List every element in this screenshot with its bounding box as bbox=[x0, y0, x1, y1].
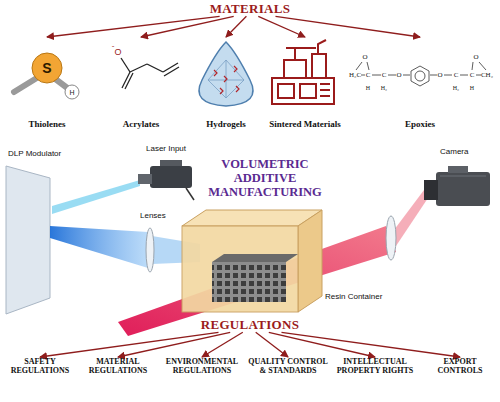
atom-symbol: C bbox=[366, 72, 371, 79]
arrow-connector bbox=[226, 16, 246, 37]
heading: MATERIALS bbox=[190, 2, 310, 16]
material-label: Thiolenes bbox=[10, 38, 84, 130]
part-label: Lenses bbox=[140, 212, 166, 220]
projection-beam bbox=[50, 226, 148, 268]
regulation-item-text: QUALITY CONTROL & STANDARDS bbox=[247, 358, 329, 376]
regulation-item-text: MATERIAL REGULATIONS bbox=[79, 358, 157, 376]
atom-symbol: O bbox=[437, 72, 442, 79]
atom-symbol: H bbox=[470, 85, 474, 91]
regulation-item: EXPORT CONTROLS bbox=[421, 358, 499, 376]
regulation-item-text: ENVIRONMENTAL REGULATIONS bbox=[157, 358, 247, 376]
laser-device bbox=[138, 160, 194, 200]
atom-symbol: H bbox=[366, 85, 370, 91]
arrow-connector bbox=[47, 16, 220, 37]
atom-symbol: CH₂ bbox=[481, 72, 493, 79]
atom-symbol: S bbox=[42, 61, 51, 75]
material-label: Sintered Materials bbox=[262, 38, 348, 130]
title-box-text: VOLUMETRIC ADDITIVE MANUFACTURING bbox=[197, 158, 333, 199]
arrow-connector bbox=[118, 332, 230, 357]
atom-symbol: H₂ bbox=[453, 85, 459, 91]
atom-symbol: O bbox=[362, 54, 367, 61]
acrylate-icon bbox=[121, 58, 179, 89]
part-label: Laser Input bbox=[146, 145, 186, 153]
material-label: Epoxies bbox=[382, 38, 458, 130]
regulation-item: QUALITY CONTROL & STANDARDS bbox=[247, 358, 329, 376]
atom-symbol: C bbox=[470, 72, 475, 79]
atom-symbol: O bbox=[473, 54, 478, 61]
material-label-text: Hydrogels bbox=[206, 120, 245, 130]
atom-symbol: C bbox=[454, 72, 459, 79]
lens bbox=[146, 228, 154, 272]
atom-symbol: H bbox=[69, 89, 74, 96]
regulation-item: INTELLECTUAL PROPERTY RIGHTS bbox=[329, 358, 421, 376]
arrow-connector bbox=[282, 332, 461, 357]
part-label: Resin Container bbox=[325, 293, 382, 301]
material-label: Hydrogels bbox=[190, 38, 262, 130]
lens bbox=[386, 216, 396, 260]
regulation-item: ENVIRONMENTAL REGULATIONS bbox=[157, 358, 247, 376]
part-label: Camera bbox=[440, 148, 468, 156]
material-label-text: Thiolenes bbox=[28, 120, 65, 130]
heading-text: MATERIALS bbox=[210, 2, 290, 16]
sintering-machine-icon bbox=[272, 40, 334, 104]
laser-beam bbox=[52, 180, 140, 214]
regulation-item-text: INTELLECTUAL PROPERTY RIGHTS bbox=[329, 358, 421, 376]
material-label-text: Epoxies bbox=[405, 120, 435, 130]
atom-symbol: O bbox=[396, 72, 401, 79]
heading-text: REGULATIONS bbox=[201, 318, 299, 332]
resin-container bbox=[182, 210, 322, 312]
material-label-text: Acrylates bbox=[123, 120, 159, 130]
regulation-item: SAFETY REGULATIONS bbox=[1, 358, 79, 376]
arrow-connector bbox=[141, 16, 234, 37]
part-label: DLP Modulator bbox=[8, 150, 61, 158]
arrow-connector bbox=[269, 332, 375, 357]
thiolene-icon bbox=[14, 53, 79, 99]
camera-icon bbox=[424, 166, 490, 206]
epoxy-bonds bbox=[356, 62, 486, 86]
arrow-connector bbox=[202, 332, 243, 357]
atom-symbol: H₂ bbox=[381, 85, 387, 91]
hydrogel-icon bbox=[199, 42, 253, 106]
arrow-connector bbox=[40, 332, 219, 357]
title-box: VOLUMETRIC ADDITIVE MANUFACTURING bbox=[197, 158, 333, 199]
regulation-item: MATERIAL REGULATIONS bbox=[79, 358, 157, 376]
regulation-item-text: EXPORT CONTROLS bbox=[421, 358, 499, 376]
dlp-panel bbox=[6, 166, 50, 314]
camera-beam bbox=[394, 190, 428, 246]
arrow-connector bbox=[276, 16, 421, 37]
material-label-text: Sintered Materials bbox=[269, 120, 341, 130]
charge-sign: - bbox=[112, 42, 115, 50]
atom-symbol: H₂C bbox=[349, 72, 361, 79]
heading: REGULATIONS bbox=[180, 318, 320, 332]
atom-symbol: C bbox=[382, 72, 387, 79]
camera-beam bbox=[118, 226, 396, 336]
regulation-item-text: SAFETY REGULATIONS bbox=[1, 358, 79, 376]
atom-symbol: O bbox=[114, 48, 121, 57]
